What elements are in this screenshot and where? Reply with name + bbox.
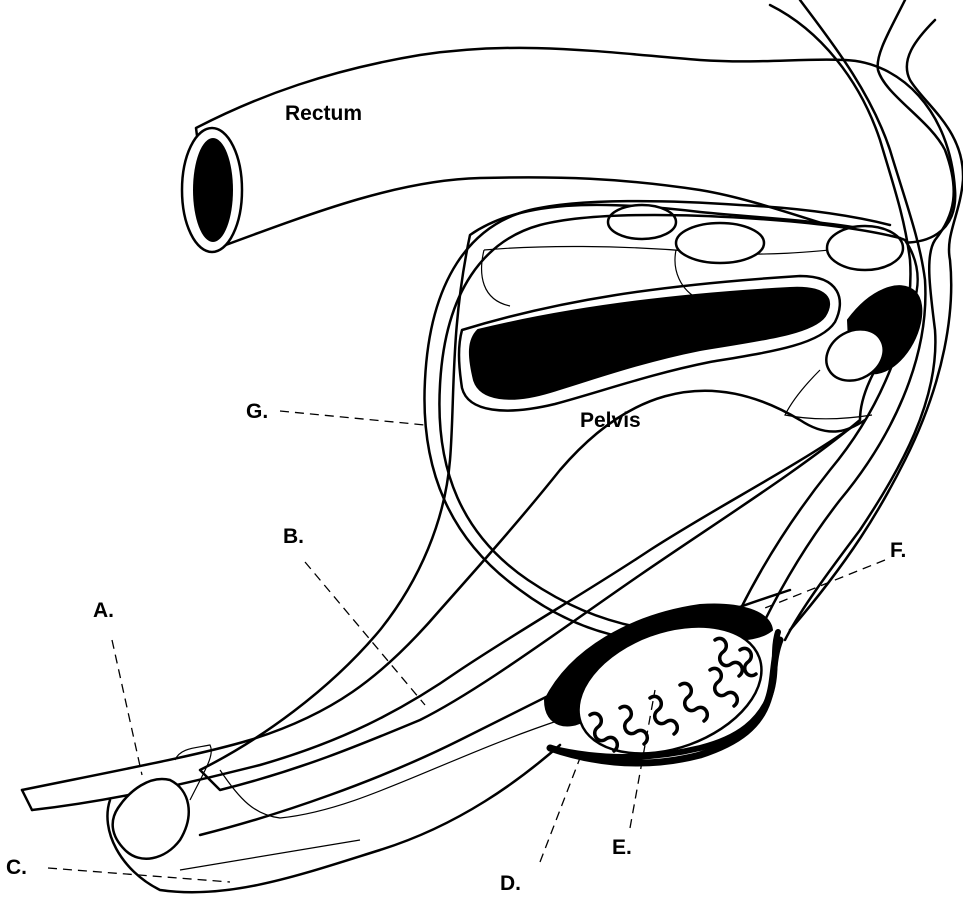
- label-c: C.: [6, 856, 27, 879]
- vertebra-3: [827, 226, 903, 270]
- label-d: D.: [500, 872, 521, 895]
- pelvis-label: Pelvis: [580, 409, 641, 432]
- glans: [113, 779, 189, 859]
- rectum-label: Rectum: [285, 102, 362, 125]
- vertebra-2: [676, 223, 764, 263]
- label-a: A.: [93, 599, 114, 622]
- label-f: F.: [890, 539, 906, 562]
- vertebra-1: [608, 205, 676, 239]
- rectum-lumen: [193, 138, 233, 242]
- label-g: G.: [246, 400, 268, 423]
- label-e: E.: [612, 836, 632, 859]
- label-b: B.: [283, 525, 304, 548]
- testis: [545, 603, 780, 777]
